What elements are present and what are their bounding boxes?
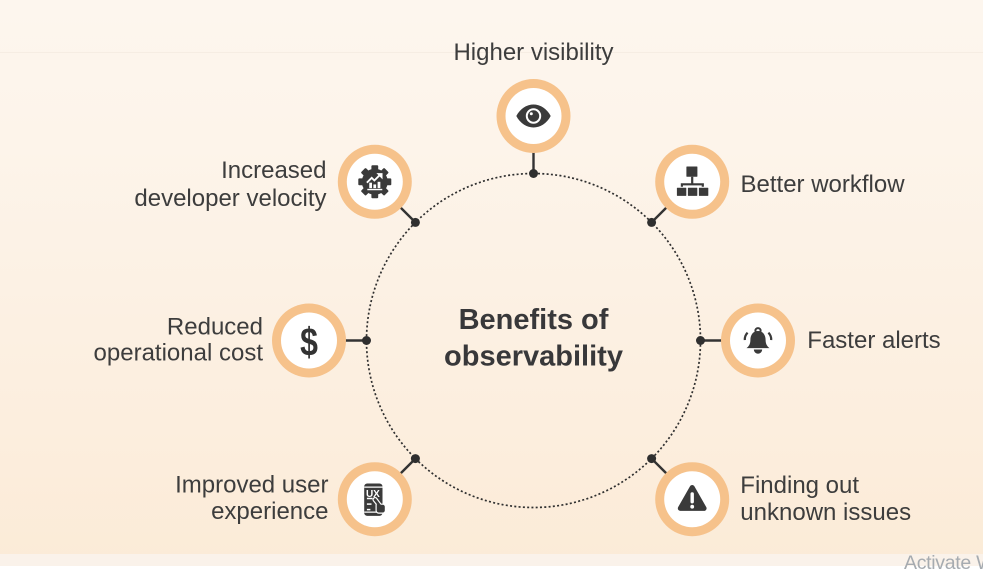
- svg-text:Better workflow: Better workflow: [741, 171, 906, 198]
- svg-text:$: $: [300, 319, 318, 364]
- svg-text:Increased: Increased: [221, 157, 326, 184]
- svg-text:Reduced: Reduced: [167, 314, 263, 341]
- svg-text:Faster alerts: Faster alerts: [807, 327, 940, 354]
- svg-text:Finding out: Finding out: [740, 472, 859, 499]
- svg-text:UX: UX: [366, 489, 380, 500]
- svg-text:Improved user: Improved user: [175, 472, 328, 499]
- svg-text:Higher visibility: Higher visibility: [453, 39, 613, 66]
- svg-text:developer velocity: developer velocity: [134, 185, 326, 212]
- svg-text:experience: experience: [211, 498, 328, 525]
- svg-text:observability: observability: [444, 341, 623, 373]
- svg-text:operational cost: operational cost: [94, 340, 264, 367]
- svg-text:unknown issues: unknown issues: [740, 499, 911, 526]
- svg-text:Benefits of: Benefits of: [459, 304, 609, 336]
